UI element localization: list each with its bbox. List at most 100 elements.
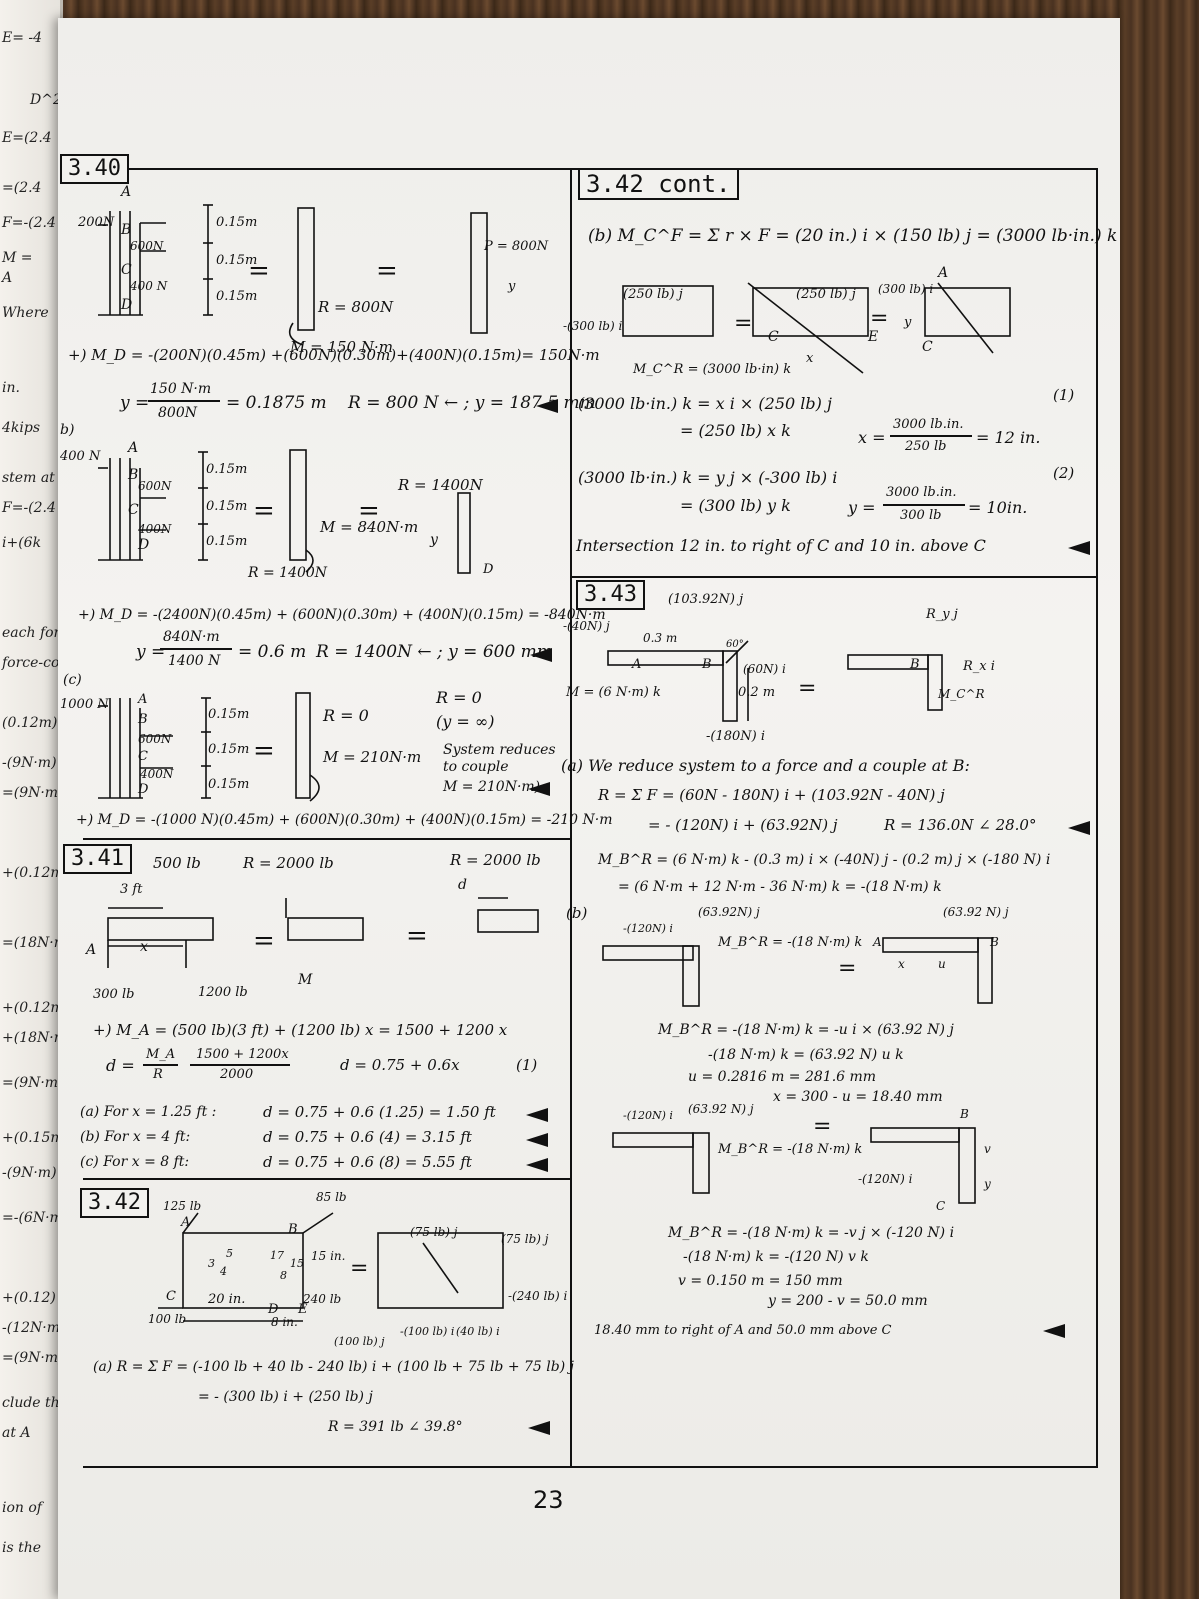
equals-sign: = (350, 1256, 369, 1281)
dimension-label: 0.15m (216, 253, 258, 268)
result-line: x = 300 - u = 18.40 mm (773, 1089, 943, 1105)
point-label: D (138, 782, 149, 797)
resultant-diagram-340a (470, 212, 488, 334)
moment-equation: +) M_A = (500 lb)(3 ft) + (1200 lb) x = … (93, 1021, 508, 1039)
final-answer-343: 18.40 mm to right of A and 50.0 mm above… (594, 1323, 892, 1338)
dimension-label: 8 in. (271, 1315, 298, 1329)
left-page-line: at A (2, 1425, 31, 1441)
point-label: C (922, 339, 933, 355)
sum-equation: = - (120N) i + (63.92N) j (648, 816, 838, 834)
resultant-label: P = 800N (484, 239, 549, 254)
force-label: 85 lb (316, 1190, 347, 1204)
fraction-bar (883, 504, 965, 506)
equation-tag: (2) (1053, 464, 1075, 482)
dimension-label: 0.2 m (738, 685, 776, 700)
moment-equation: +) M_D = -(2400N)(0.45m) + (600N)(0.30m)… (78, 607, 606, 623)
force-label: 100 lb (148, 1312, 187, 1326)
point-label: A (138, 692, 148, 707)
left-page-line: stem at A: (2, 470, 60, 486)
point-label: B (128, 467, 139, 483)
note-text: System reduces (443, 742, 556, 758)
left-page-line: in. (2, 380, 20, 396)
equation-line: (3000 lb·in.) k = y j × (-300 lb) i (578, 468, 838, 487)
point-label: A (938, 265, 949, 281)
dimension-label: 0.15m (216, 215, 258, 230)
force-label: -(120N) i (623, 922, 673, 935)
equals-sign: = (406, 921, 428, 951)
problem-label-3-42-cont: 3.42 cont. (578, 168, 739, 200)
problem-label-3-41: 3.41 (63, 844, 132, 874)
y-label: y (984, 1177, 991, 1191)
fraction-numerator: 1500 + 1200x (196, 1047, 289, 1062)
resultant-label: R = 800N (318, 298, 394, 316)
force-label: (40 lb) i (456, 1325, 500, 1338)
y-label: y (508, 279, 516, 294)
equivalent-system-340a (288, 207, 315, 346)
equals-sign: = (376, 256, 398, 286)
answer-marker-icon (1043, 1324, 1065, 1338)
y-label: y (904, 315, 912, 330)
case-label: (b) For x = 4 ft: (80, 1129, 191, 1145)
fraction-bar (160, 648, 232, 650)
left-page-line: E=(2.4 (2, 130, 52, 146)
left-page-line: +(0.12m) (2, 1000, 63, 1016)
point-label: E (298, 1302, 308, 1317)
result-label: (y = ∞) (436, 712, 495, 731)
fraction-bar (190, 1064, 290, 1066)
equals-sign: = (813, 1114, 832, 1139)
force-label: (100 lb) j (334, 1335, 385, 1348)
equals-sign: = (870, 306, 889, 331)
fraction-denominator: 1400 N (168, 653, 221, 669)
left-page-line: D^2 (30, 92, 62, 108)
equation-tag: (1) (1053, 386, 1075, 404)
left-page-line: -(9N·m) (2, 1165, 57, 1181)
case-label: (a) For x = 1.25 ft : (80, 1104, 217, 1120)
equals-sign: = (798, 676, 817, 701)
force-label: -(120N) i (858, 1172, 913, 1186)
problem-label-3-40: 3.40 (60, 154, 129, 184)
point-label: C (128, 502, 139, 518)
force-label: R_y j (926, 607, 958, 622)
result-line: u = 0.2816 m = 281.6 mm (688, 1069, 877, 1085)
force-label: (60N) i (743, 662, 786, 676)
beam-diagram-341 (107, 897, 539, 968)
left-page-edge: E= -4 D^2 E=(2.4 =(2.4 F=-(2.4 M = A Whe… (0, 0, 63, 1599)
problem-label-3-42: 3.42 (80, 1188, 149, 1218)
resultant-label: R = 2000 lb (450, 851, 541, 869)
left-page-line: =(9N·m) (2, 785, 63, 801)
x-equation: x = (858, 428, 886, 447)
slope-ratio: 5 (226, 1247, 233, 1260)
fraction-denominator: R (153, 1067, 163, 1082)
moment-equation: M_B^R = (6 N·m) k - (0.3 m) i × (-40N) j… (598, 852, 1051, 868)
left-page-line: F=-(2.4 (2, 500, 56, 516)
resultant-label: R = 1400N (248, 565, 328, 581)
answer-marker-icon (536, 399, 558, 413)
dimension-label: 3 ft (120, 882, 143, 897)
moment-label: M_C^R (938, 687, 985, 701)
point-label: B (288, 1222, 298, 1237)
answer-marker-icon (1068, 821, 1090, 835)
note-text: to couple (443, 759, 509, 775)
equals-sign: = (253, 736, 275, 766)
left-page-line: M = (2, 250, 33, 266)
moment-equation: -(18 N·m) k = -(120 N) v k (683, 1249, 869, 1265)
equals-sign: = (838, 956, 857, 981)
answer-marker-icon (530, 648, 552, 662)
note-text: M = 210N·m) (443, 779, 541, 795)
equation-tag: (1) (516, 1056, 538, 1074)
equals-sign: = (358, 496, 380, 526)
left-page-line: ion of (2, 1500, 42, 1516)
fraction-numerator: 3000 lb.in. (886, 485, 957, 500)
point-label: C (768, 329, 779, 345)
point-label: C (121, 262, 132, 278)
sum-equation: = - (300 lb) i + (250 lb) j (198, 1389, 373, 1405)
point-label: D (268, 1302, 279, 1317)
slope-ratio: 17 (270, 1249, 284, 1262)
left-page-line: +(0.12m) (2, 865, 63, 881)
resultant-diagram-340b (457, 492, 471, 574)
beam-diagram-340a (98, 204, 213, 316)
left-page-line: is the (2, 1540, 42, 1556)
y-equation: y = (120, 393, 150, 413)
center-divider (570, 168, 572, 1468)
force-label: (63.92 N) j (943, 905, 1009, 919)
